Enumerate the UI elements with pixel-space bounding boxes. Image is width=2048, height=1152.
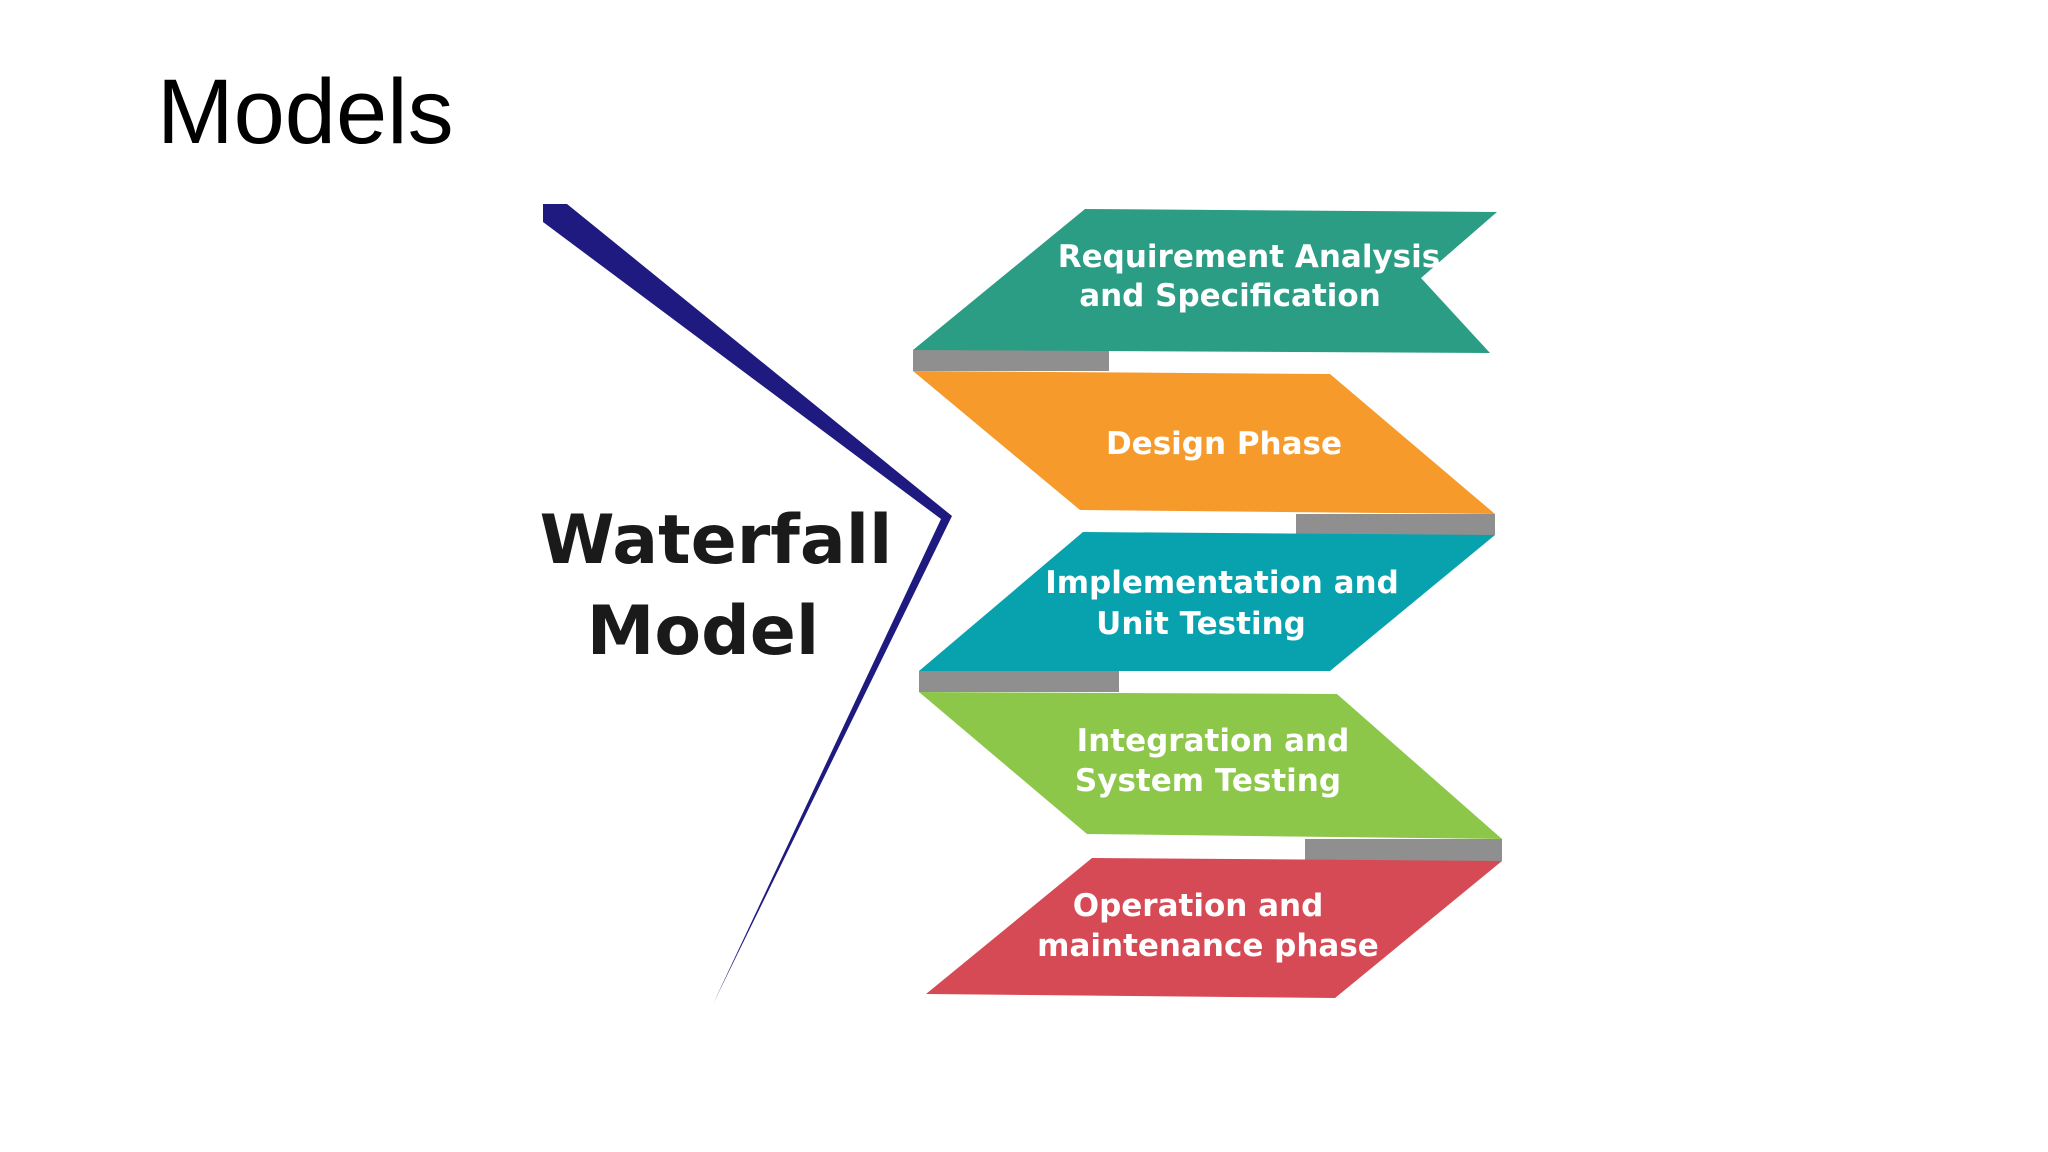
slide-title: Models <box>157 61 454 163</box>
connector-bar <box>1296 514 1495 535</box>
step-label-line: maintenance phase <box>1037 928 1379 964</box>
connector-bar <box>919 671 1119 692</box>
step-implementation: Implementation and Unit Testing <box>919 532 1495 671</box>
step-shape <box>913 371 1495 514</box>
chevron-line <box>543 204 952 1004</box>
step-label-line: Requirement Analysis <box>1058 239 1440 275</box>
step-shape <box>919 692 1502 839</box>
diagram-heading-line-1: Waterfall <box>540 501 893 580</box>
step-design-phase: Design Phase <box>913 371 1495 514</box>
diagram-heading-line-2: Model <box>587 592 820 671</box>
step-label-line: and Specification <box>1079 278 1381 314</box>
step-integration: Integration and System Testing <box>919 692 1502 839</box>
connector-bar <box>913 350 1109 371</box>
step-label-line: Operation and <box>1073 888 1324 924</box>
step-shape <box>913 209 1497 353</box>
step-shape <box>919 532 1495 671</box>
step-shape <box>926 858 1502 998</box>
step-label-line: Implementation and <box>1045 565 1399 601</box>
step-label-line: Unit Testing <box>1096 606 1306 642</box>
step-requirement-analysis: Requirement Analysis and Specification <box>913 209 1497 353</box>
step-operation: Operation and maintenance phase <box>926 858 1502 998</box>
connector-bar <box>1305 839 1502 861</box>
step-label-line: Integration and <box>1077 723 1350 759</box>
step-label-line: System Testing <box>1075 763 1341 799</box>
step-label-line: Design Phase <box>1106 426 1342 462</box>
